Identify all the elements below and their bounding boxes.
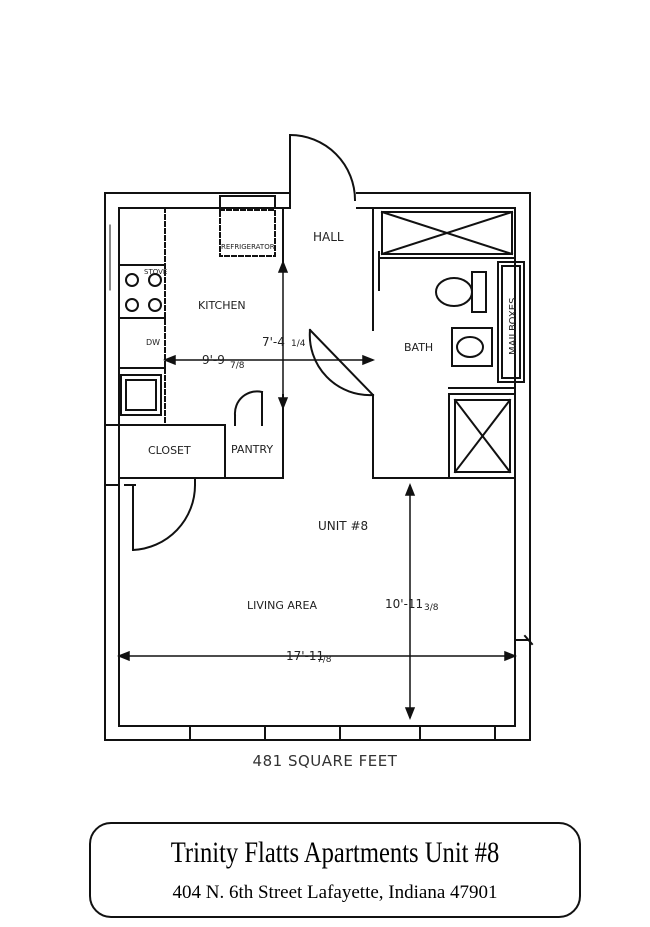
square-footage: 481 SQUARE FEET <box>252 752 398 770</box>
mailboxes <box>497 261 525 383</box>
refrigerator-label: REFRIGERATOR <box>221 243 275 251</box>
stove-label: STOVE <box>144 268 167 276</box>
dishwasher-label: DW <box>146 338 160 347</box>
bath-label: BATH <box>404 341 433 354</box>
refrigerator <box>219 195 276 257</box>
kitchen-label: KITCHEN <box>198 299 246 312</box>
stove <box>125 273 162 312</box>
dimension-lines <box>116 259 518 721</box>
pantry-label: PANTRY <box>231 443 273 456</box>
kitchen-width-dimension: 9'-9 <box>202 353 225 367</box>
living-area-label: LIVING AREA <box>247 599 318 612</box>
hall-label: HALL <box>313 230 344 244</box>
kitchen-sink <box>120 374 162 416</box>
address: 404 N. 6th Street Lafayette, Indiana 479… <box>172 882 498 903</box>
page-title: Trinity Flatts Apartments Unit #8 <box>170 836 500 869</box>
toilet <box>435 271 487 313</box>
unit-label: UNIT #8 <box>318 519 368 533</box>
living-height-fraction: 3/8 <box>424 603 439 613</box>
exterior-walls <box>104 192 531 741</box>
living-width-fraction: 7/8 <box>317 655 332 665</box>
living-height-dimension: 10'-11 <box>385 597 423 611</box>
closet-label: CLOSET <box>148 444 191 457</box>
hall-width-dimension: 7'-4 <box>262 335 285 349</box>
entry-door <box>288 133 357 209</box>
title-block: Trinity Flatts Apartments Unit #8 404 N.… <box>89 822 581 918</box>
living-width-dimension: 17'-11 <box>286 649 324 663</box>
kitchen-counter <box>109 207 166 426</box>
bath-sink <box>451 327 493 367</box>
tub-box <box>380 210 514 256</box>
mailboxes-label: MAILBOXES <box>508 298 519 355</box>
hall-width-fraction: 1/4 <box>291 339 306 349</box>
shower <box>448 387 516 479</box>
interior-walls <box>118 207 516 552</box>
kitchen-width-fraction: 7/8 <box>230 361 245 371</box>
